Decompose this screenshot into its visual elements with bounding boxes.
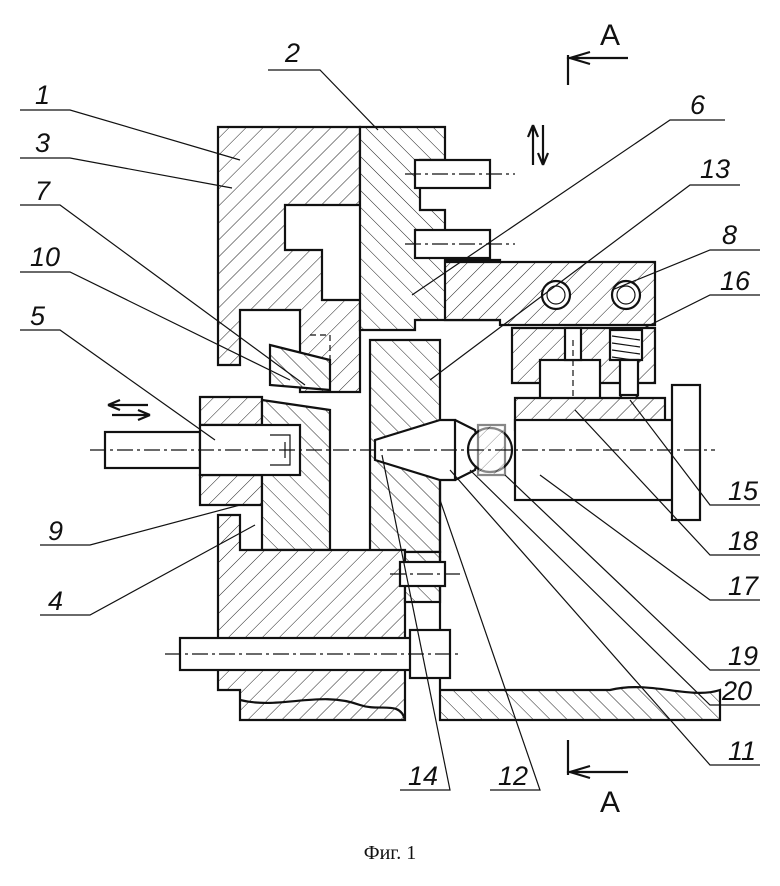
section-letter-bottom: A [600, 786, 620, 819]
figure-caption: Фиг. 1 [0, 842, 780, 865]
label-18: 18 [728, 526, 758, 556]
label-7: 7 [35, 176, 51, 206]
label-4: 4 [48, 586, 63, 616]
section-letter-top: A [600, 19, 620, 52]
label-15: 15 [728, 476, 759, 506]
carriage-part [515, 385, 700, 520]
label-6: 6 [690, 90, 706, 120]
label-11: 11 [728, 736, 756, 766]
label-1: 1 [35, 80, 50, 110]
section-mark-bottom: A [568, 740, 628, 819]
label-12: 12 [498, 761, 528, 791]
label-19: 19 [728, 641, 758, 671]
spring-part [610, 330, 642, 361]
label-9: 9 [48, 516, 63, 546]
label-3: 3 [35, 128, 50, 158]
label-20: 20 [721, 676, 752, 706]
label-14: 14 [408, 761, 438, 791]
label-8: 8 [722, 220, 737, 250]
label-13: 13 [700, 154, 730, 184]
label-2: 2 [284, 38, 300, 68]
label-16: 16 [720, 266, 751, 296]
section-mark-top: A [568, 19, 628, 85]
label-17: 17 [728, 571, 759, 601]
label-10: 10 [30, 242, 60, 272]
label-5: 5 [30, 301, 46, 331]
